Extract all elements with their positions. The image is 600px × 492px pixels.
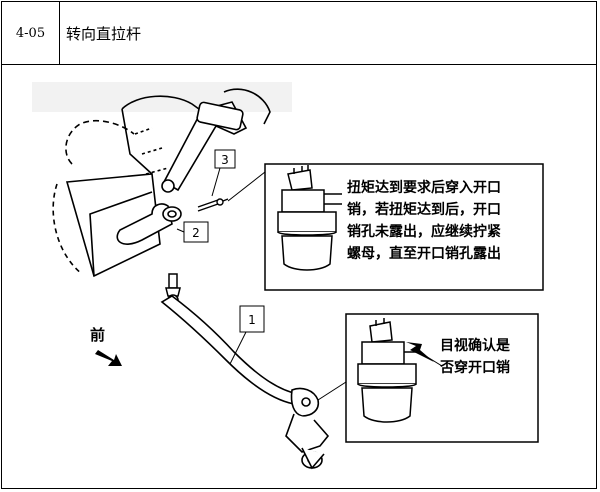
callout-bottom-line-2: 否穿开口销 [439, 359, 510, 376]
callout-top-line-1: 扭矩达到要求后穿入开口 [347, 179, 501, 196]
callout-box-bottom: 目视确认是 否穿开口销 [345, 313, 539, 443]
svg-text:2: 2 [192, 226, 200, 240]
callout-box-top: 扭矩达到要求后穿入开口 销，若扭矩达到后，开口 销孔未露出，应继续拧紧 螺母，直… [264, 163, 544, 291]
sheet-header: 4-05 转向直拉杆 [2, 2, 596, 65]
steering-arm [116, 88, 271, 245]
callout-leader-top [227, 171, 266, 202]
part-label-1: 1 [229, 305, 265, 365]
assembly-drawing: 3 2 1 前 [32, 82, 544, 470]
step-title: 转向直拉杆 [66, 24, 142, 43]
callout-top-line-3: 销孔未露出，应继续拧紧 [347, 223, 501, 240]
callout-top-line-2: 销，若扭矩达到后，开口 [347, 201, 501, 218]
direction-indicator: 前 [90, 326, 122, 366]
part-label-3: 3 [211, 149, 236, 197]
assembly-illustration: 3 2 1 前 [2, 64, 596, 488]
step-code: 4-05 [2, 2, 60, 64]
part-label-2: 2 [176, 221, 209, 243]
cotter-pin [197, 198, 229, 212]
nut-detail-top [277, 165, 342, 271]
nut-detail-bottom [357, 318, 420, 423]
drag-link-rod [160, 295, 330, 470]
callout-leader-bottom [317, 381, 347, 401]
pointer-line [415, 349, 443, 367]
callout-bottom-line-1: 目视确认是 [440, 337, 511, 354]
callout-top-line-4: 螺母，直至开口销孔露出 [347, 245, 501, 262]
svg-text:3: 3 [221, 153, 229, 167]
direction-arrow [95, 350, 122, 366]
frame-housing [52, 95, 218, 278]
scan-shade [32, 82, 292, 112]
direction-label: 前 [90, 326, 105, 344]
svg-text:1: 1 [248, 313, 256, 327]
